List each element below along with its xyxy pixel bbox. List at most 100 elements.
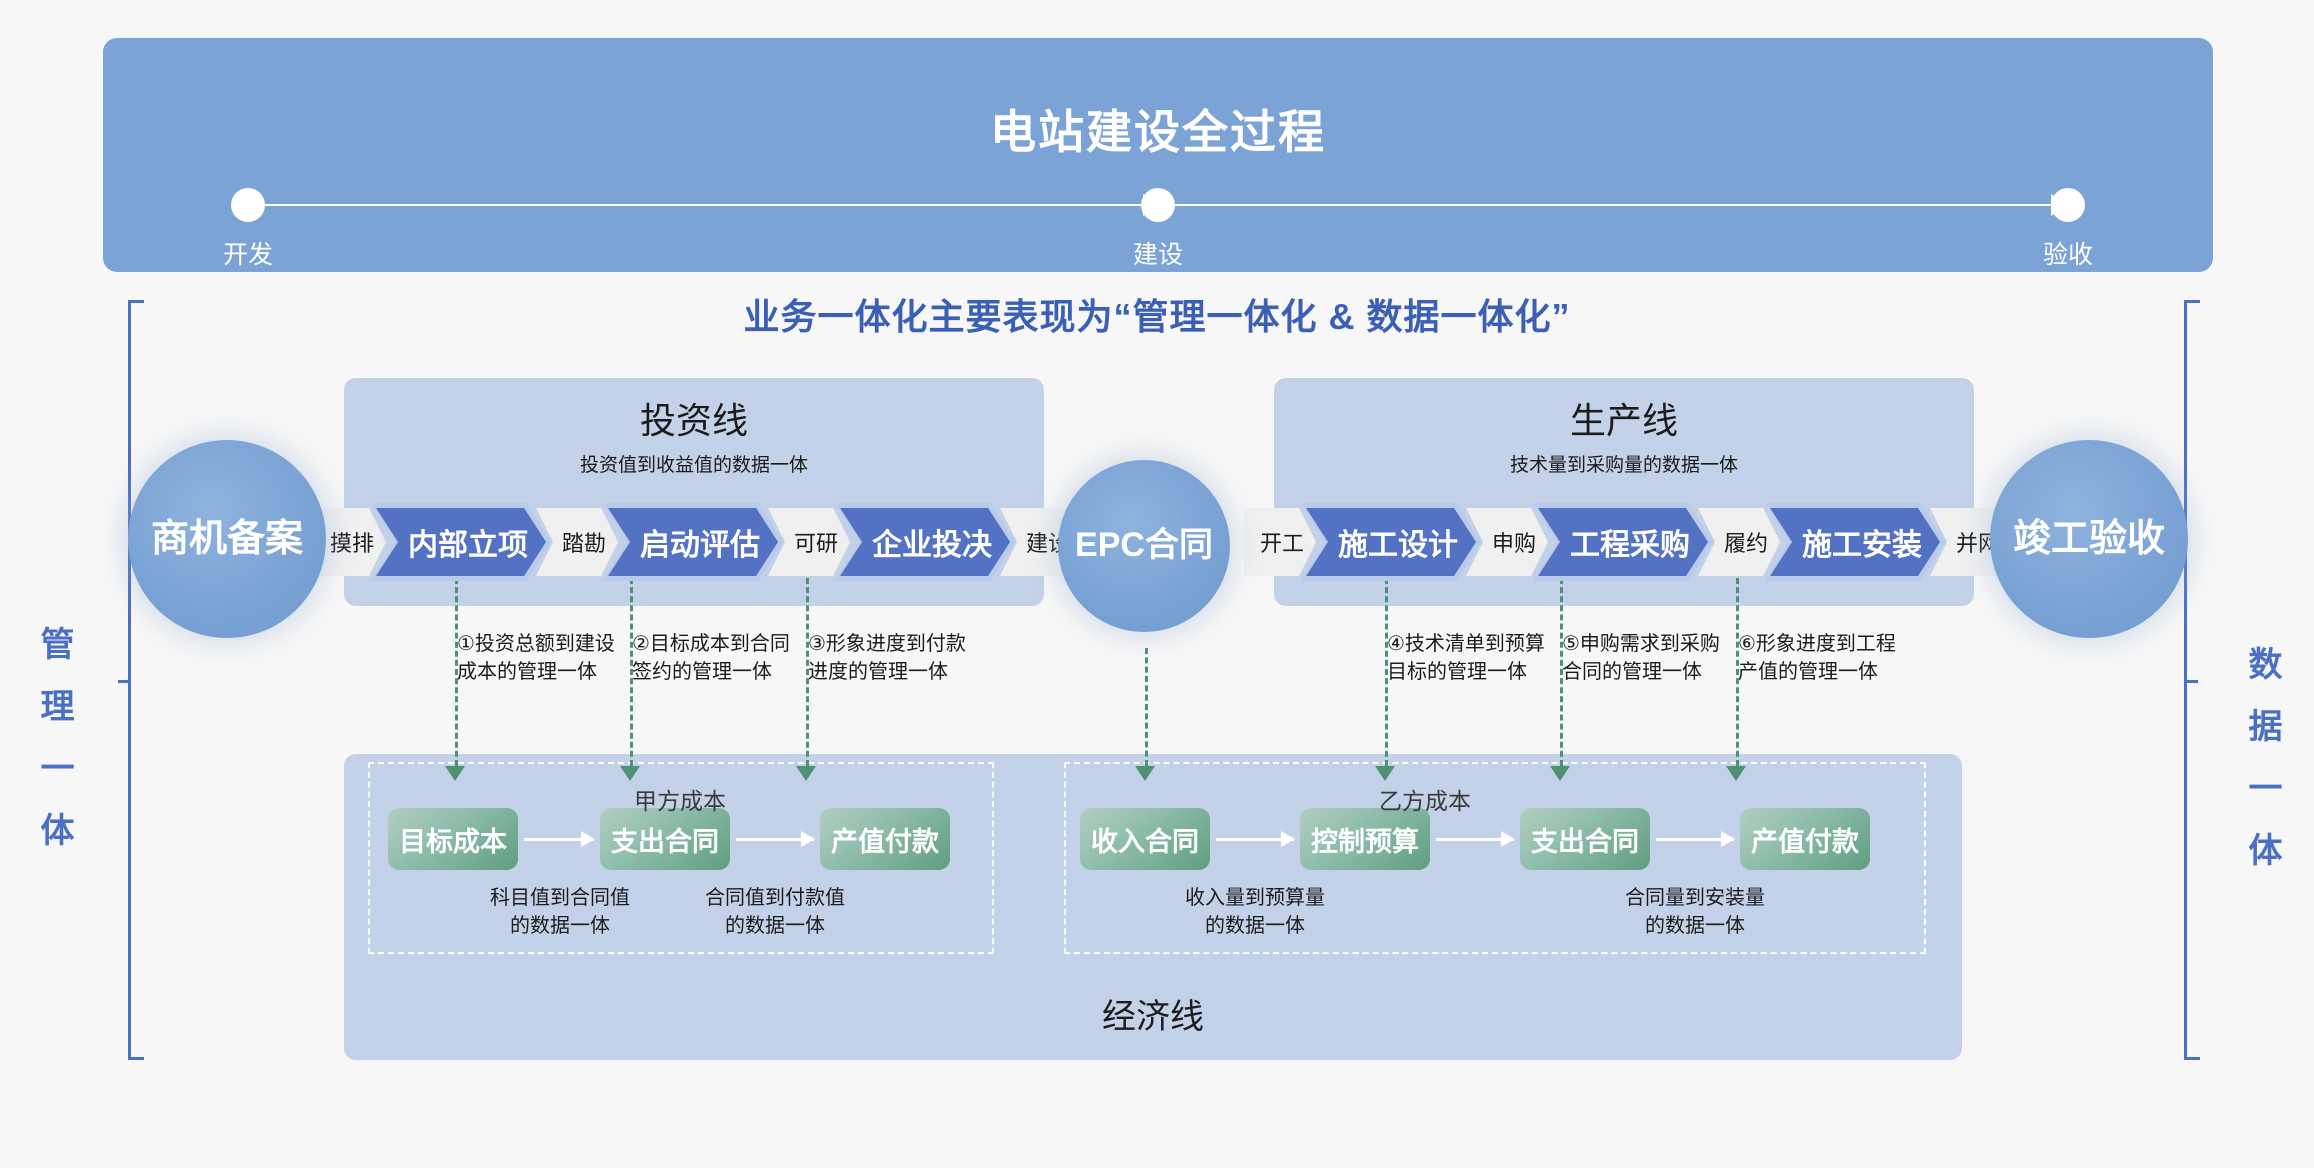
- economy-caption-b-0: 收入量到预算量 的数据一体: [1185, 887, 1325, 938]
- circle-epc-contract-line: 合同: [1144, 526, 1213, 565]
- dashed-connector-4: [1385, 578, 1388, 766]
- group-label-party-b: 乙方成本: [1379, 788, 1471, 814]
- timeline-dot-icon: [1141, 188, 1175, 222]
- production-step-3[interactable]: 工程采购: [1542, 508, 1704, 576]
- economy-arrow-0: [524, 831, 595, 847]
- annotation-1: ①投资总额到建设 成本的管理一体: [457, 633, 615, 684]
- dashed-connector-1: [455, 578, 458, 766]
- circle-business-record[interactable]: 商机备案: [128, 440, 326, 638]
- annotation-6: ⑥形象进度到工程 产值的管理一体: [1738, 633, 1896, 684]
- dashed-arrowhead-2: [620, 766, 640, 781]
- dashed-arrowhead-1: [445, 766, 465, 781]
- dashed-arrowhead-4: [1375, 766, 1395, 781]
- chevron-accent: 施工安装: [1770, 508, 1940, 576]
- production-step-label: 履约: [1724, 531, 1769, 556]
- production-line-title: 生产线: [1569, 400, 1678, 441]
- circle-completion-acceptance[interactable]: 竣工验收: [1990, 440, 2188, 638]
- production-step-label: 施工安装: [1802, 529, 1923, 562]
- production-step-1[interactable]: 施工设计: [1310, 508, 1472, 576]
- section-subtitle: 业务一体化主要表现为“管理一体化 & 数据一体化”: [743, 296, 1571, 337]
- bracket-line: [2184, 300, 2187, 1060]
- economy-box-a-2[interactable]: 产值付款: [820, 808, 950, 870]
- timeline-node-label: 验收: [2042, 241, 2093, 269]
- production-step-flow: 开工施工设计申购工程采购履约施工安装并网: [1244, 508, 2019, 576]
- timeline-dot-icon: [2051, 188, 2085, 222]
- bracket-tick: [118, 680, 129, 683]
- production-line-subtitle: 技术量到采购量的数据一体: [1509, 455, 1738, 476]
- group-box-party-b: [1064, 762, 1926, 954]
- annotation-2: ②目标成本到合同 签约的管理一体: [632, 633, 790, 684]
- investment-step-3[interactable]: 启动评估: [612, 508, 774, 576]
- annotation-4: ④技术清单到预算 目标的管理一体: [1387, 633, 1545, 684]
- investment-step-label: 摸排: [330, 531, 375, 556]
- economy-caption-b-1: 合同量到安装量 的数据一体: [1625, 887, 1765, 938]
- page-title: 电站建设全过程: [990, 106, 1326, 158]
- production-step-label: 工程采购: [1570, 529, 1691, 562]
- economy-box-a-0[interactable]: 目标成本: [388, 808, 518, 870]
- production-step-0[interactable]: 开工: [1244, 508, 1316, 576]
- annotation-3: ③形象进度到付款 进度的管理一体: [808, 633, 966, 684]
- timeline-node-label: 开发: [222, 241, 273, 269]
- economy-arrow-4: [1656, 831, 1735, 847]
- group-label-party-a: 甲方成本: [634, 788, 726, 814]
- investment-step-flow: 摸排内部立项踏勘启动评估可研企业投决建设: [314, 508, 1089, 576]
- dashed-connector-6: [1736, 578, 1739, 766]
- investment-step-1[interactable]: 内部立项: [380, 508, 542, 576]
- investment-step-label: 启动评估: [640, 529, 761, 562]
- annotation-5: ⑤申购需求到采购 合同的管理一体: [1562, 633, 1720, 684]
- economy-arrow-2: [1216, 831, 1295, 847]
- bracket-tick: [2186, 680, 2198, 683]
- investment-step-0[interactable]: 摸排: [314, 508, 386, 576]
- chevron-accent: 企业投决: [840, 508, 1010, 576]
- investment-step-label: 内部立项: [408, 529, 529, 562]
- bracket-tick: [128, 1057, 144, 1060]
- investment-step-label: 企业投决: [872, 529, 993, 562]
- chevron-accent: 施工设计: [1306, 508, 1476, 576]
- circle-epc-contract-line: EPC: [1075, 526, 1145, 565]
- dashed-connector-2: [630, 578, 633, 766]
- circle-business-record-line: 商机: [150, 517, 227, 560]
- timeline-node-2[interactable]: 验收: [1968, 181, 2168, 271]
- economy-box-b-0[interactable]: 收入合同: [1080, 808, 1210, 870]
- circle-completion-acceptance-line: 竣工: [2012, 517, 2089, 560]
- economy-box-a-1[interactable]: 支出合同: [600, 808, 730, 870]
- economy-box-b-1[interactable]: 控制预算: [1300, 808, 1430, 870]
- bracket-left: [118, 300, 144, 1060]
- investment-step-label: 可研: [794, 531, 839, 556]
- timeline-node-1[interactable]: 建设: [1058, 181, 1258, 271]
- timeline: 开发 建设 验收: [218, 181, 2098, 271]
- bracket-right: [2172, 300, 2200, 1060]
- production-step-label: 施工设计: [1338, 529, 1459, 562]
- chevron-accent: 内部立项: [376, 508, 546, 576]
- dashed-connector-5: [1560, 578, 1563, 766]
- economy-line-panel: 经济线: [344, 754, 1962, 1060]
- economy-arrow-1: [736, 831, 815, 847]
- dashed-arrowhead-6: [1726, 766, 1746, 781]
- production-step-label: 申购: [1492, 531, 1537, 556]
- economy-line-title: 经济线: [1102, 998, 1204, 1036]
- timeline-node-label: 建设: [1132, 241, 1183, 269]
- dashed-arrowhead-epc: [1135, 766, 1155, 781]
- bracket-tick: [128, 300, 144, 303]
- production-step-5[interactable]: 施工安装: [1774, 508, 1936, 576]
- chevron-accent: 启动评估: [608, 508, 778, 576]
- side-label-data: 数据一体: [2243, 646, 2281, 894]
- side-label-management: 管理一体: [35, 626, 73, 874]
- dashed-arrowhead-5: [1550, 766, 1570, 781]
- production-step-label: 开工: [1260, 531, 1305, 556]
- group-box-party-a: [368, 762, 994, 954]
- bracket-line: [128, 300, 131, 1060]
- bracket-tick: [2184, 1057, 2200, 1060]
- economy-caption-a-1: 合同值到付款值 的数据一体: [705, 887, 845, 938]
- bracket-tick: [2184, 300, 2200, 303]
- chevron-accent: 工程采购: [1538, 508, 1708, 576]
- economy-caption-a-0: 科目值到合同值 的数据一体: [490, 887, 630, 938]
- investment-line-title: 投资线: [639, 400, 748, 441]
- timeline-node-0[interactable]: 开发: [148, 181, 348, 271]
- economy-arrow-3: [1436, 831, 1515, 847]
- economy-box-b-3[interactable]: 产值付款: [1740, 808, 1870, 870]
- investment-step-5[interactable]: 企业投决: [844, 508, 1006, 576]
- circle-completion-acceptance-line: 验收: [2089, 517, 2166, 560]
- economy-box-b-2[interactable]: 支出合同: [1520, 808, 1650, 870]
